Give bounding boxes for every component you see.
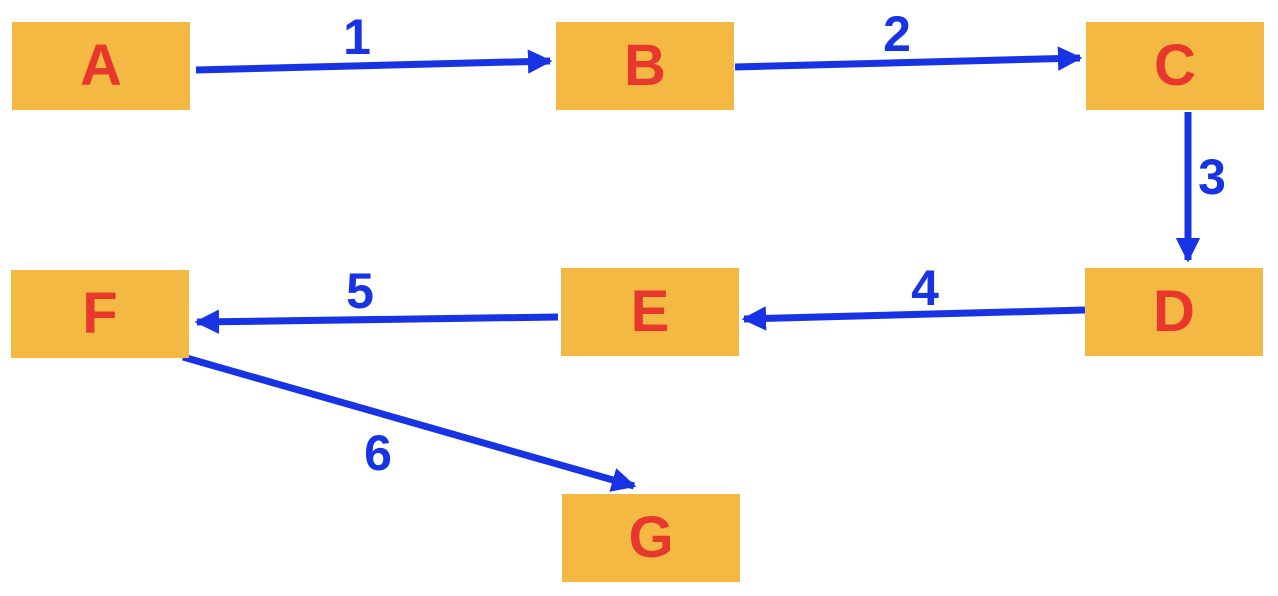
edge-label-3: 3 [1198, 149, 1226, 205]
node-d-label: D [1153, 279, 1195, 344]
node-g: G [562, 494, 740, 582]
edge-a-b-arrow [195, 49, 553, 74]
node-a-label: A [80, 33, 122, 98]
node-f-label: F [82, 281, 118, 346]
node-d: D [1085, 268, 1263, 356]
node-c: C [1086, 22, 1264, 110]
edge-b-c-arrow [734, 46, 1083, 71]
node-a: A [12, 22, 190, 110]
node-e: E [561, 268, 739, 356]
edge-label-2: 2 [883, 6, 911, 62]
edge-label-6: 6 [364, 425, 392, 481]
node-b: B [556, 22, 734, 110]
edge-e-f-arrow [194, 309, 559, 334]
node-b-label: B [624, 33, 666, 98]
node-c-label: C [1154, 33, 1196, 98]
edge-f-g-arrow [182, 353, 637, 492]
node-g-label: G [628, 505, 674, 570]
node-e-label: E [630, 279, 670, 344]
edge-d-e-arrow [741, 306, 1086, 331]
node-f: F [11, 270, 189, 358]
edge-label-4: 4 [911, 260, 939, 316]
edge-label-5: 5 [346, 263, 374, 319]
edge-label-1: 1 [343, 9, 371, 65]
